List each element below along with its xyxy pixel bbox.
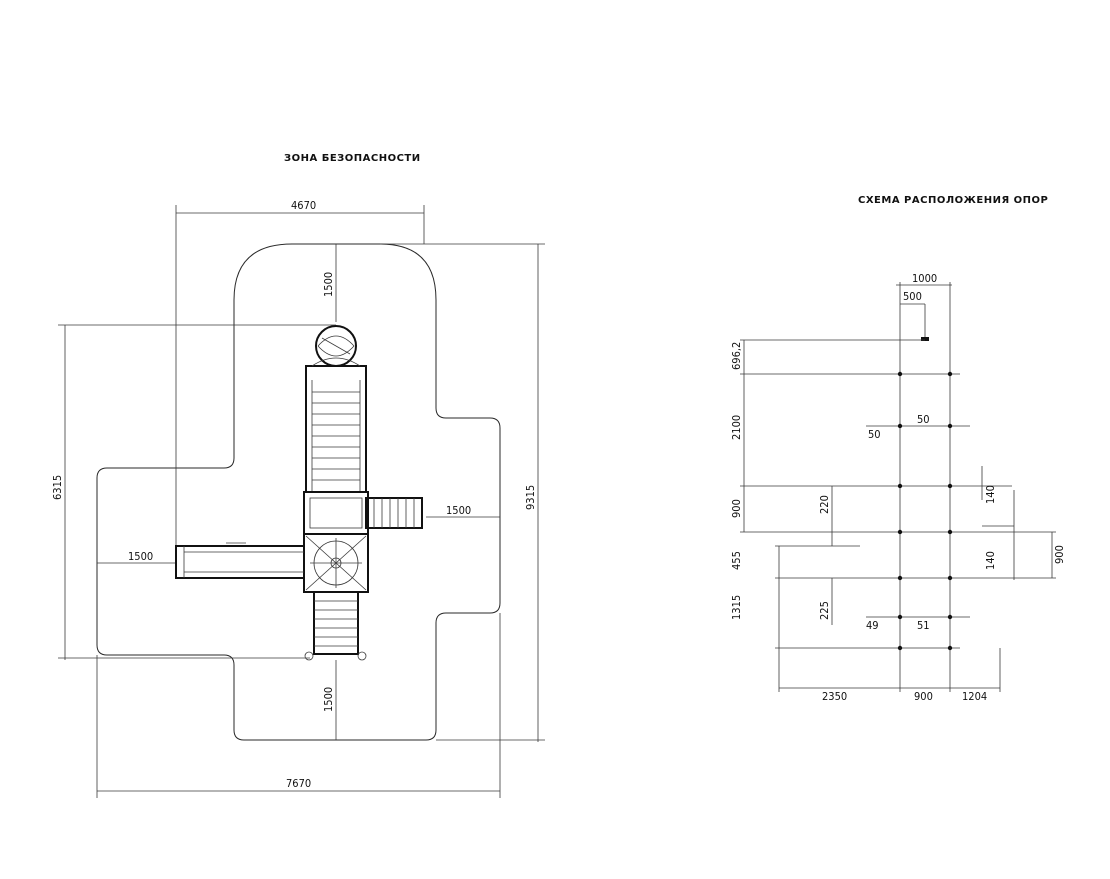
dim-support-50-left: 50 <box>868 428 881 441</box>
dim-left-height: 6315 <box>51 475 64 500</box>
slide-icon <box>175 542 305 579</box>
dim-support-455: 455 <box>730 551 743 570</box>
safety-zone-plan: 4670 1500 6315 9315 1500 1500 1500 7670 <box>51 199 545 798</box>
dim-support-220: 220 <box>818 495 831 514</box>
dim-top-width: 4670 <box>291 199 316 212</box>
support-layout-plan: 1000 500 696,2 2100 900 455 1315 220 225… <box>730 272 1066 703</box>
dim-support-1315: 1315 <box>730 595 743 620</box>
dim-support-500: 500 <box>903 290 922 303</box>
lower-platform-icon <box>303 533 369 593</box>
anchor-mark <box>921 337 929 341</box>
dim-support-140-top: 140 <box>984 485 997 504</box>
dim-left-clearance: 1500 <box>128 550 153 563</box>
tower-top-icon <box>315 325 357 367</box>
safety-zone-title: ЗОНА БЕЗОПАСНОСТИ <box>284 153 421 164</box>
dim-support-2350: 2350 <box>822 690 847 703</box>
dim-support-900-bottom: 900 <box>914 690 933 703</box>
dim-support-1204: 1204 <box>962 690 987 703</box>
support-layout-title: СХЕМА РАСПОЛОЖЕНИЯ ОПОР <box>858 195 1048 206</box>
dim-support-6962: 696,2 <box>730 342 743 370</box>
dim-support-140-mid: 140 <box>984 551 997 570</box>
dim-top-clearance: 1500 <box>322 272 335 297</box>
dim-support-225: 225 <box>818 601 831 620</box>
dim-bottom-clearance: 1500 <box>322 687 335 712</box>
dim-support-1000: 1000 <box>912 272 937 285</box>
dim-support-51: 51 <box>917 619 930 632</box>
dim-support-900-left: 900 <box>730 499 743 518</box>
dim-right-height: 9315 <box>524 485 537 510</box>
stairs-icon <box>304 591 367 661</box>
dim-support-49: 49 <box>866 619 879 632</box>
side-ladder-icon <box>365 497 423 529</box>
dim-support-2100: 2100 <box>730 415 743 440</box>
dim-support-50-right: 50 <box>917 413 930 426</box>
safety-zone-outline <box>96 243 501 741</box>
dim-support-900-right: 900 <box>1053 545 1066 564</box>
dim-bottom-width: 7670 <box>286 777 311 790</box>
upper-platform-icon <box>303 491 369 535</box>
climber-tube-icon <box>305 357 367 493</box>
support-posts <box>897 371 953 651</box>
dim-right-clearance: 1500 <box>446 504 471 517</box>
